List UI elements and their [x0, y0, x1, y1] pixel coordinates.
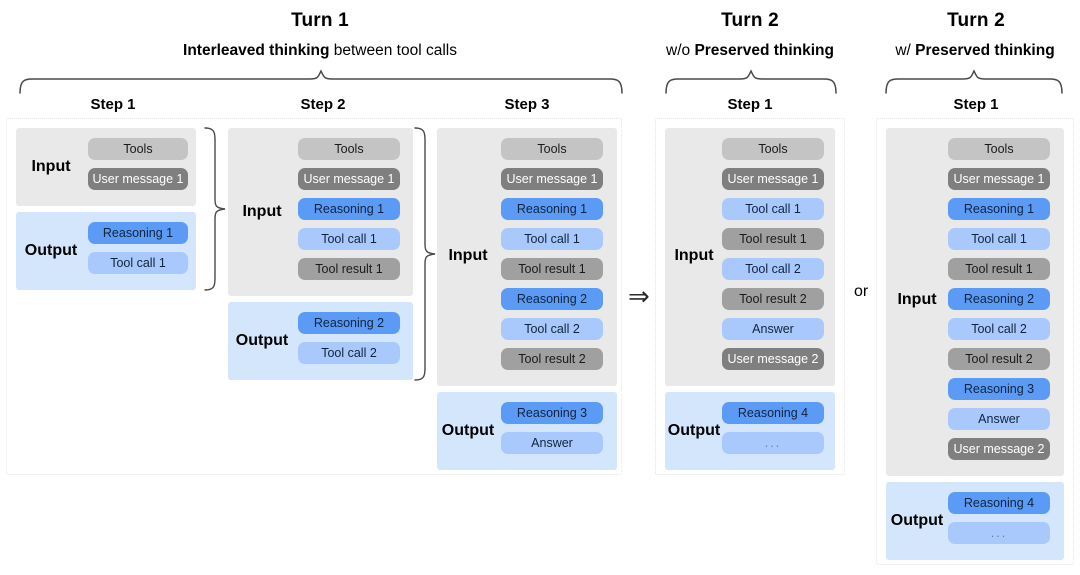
- turn-2-w-subtitle: w/ Preserved thinking: [872, 42, 1078, 60]
- turn-1-step-3-label: Step 3: [504, 96, 550, 113]
- turn-1-subtitle-rest: between tool calls: [329, 42, 457, 59]
- step-2-to-3-brace: [412, 126, 438, 382]
- chip-reasoning-3: Reasoning 3: [948, 378, 1050, 400]
- turn-1-step-1-output-block: Output Reasoning 1 Tool call 1: [16, 212, 196, 290]
- turn-2-w-title: Turn 2: [947, 10, 1005, 31]
- turn-1-step-2-output-label: Output: [235, 332, 289, 349]
- turn-2-wo-output-block: Output Reasoning 4 ...: [665, 392, 835, 470]
- turn-1-step-3-output-block: Output Reasoning 3 Answer: [437, 392, 617, 470]
- turn-1-brace: [18, 69, 624, 94]
- chip-tool-call-2: Tool call 2: [722, 258, 824, 280]
- chip-tool-result-2: Tool result 2: [948, 348, 1050, 370]
- turn-1-step-1-input-label: Input: [31, 158, 71, 175]
- chip-tools: Tools: [501, 138, 603, 160]
- turn-2-wo-input-label: Input: [674, 247, 714, 264]
- chip-tool-result-1: Tool result 1: [948, 258, 1050, 280]
- chip-reasoning-2: Reasoning 2: [501, 288, 603, 310]
- chip-tool-call-1: Tool call 1: [722, 198, 824, 220]
- turn-1-subtitle: Interleaved thinking between tool calls: [120, 42, 520, 60]
- turn-2-wo-output-label: Output: [667, 422, 721, 439]
- chip-user-message-1: User message 1: [501, 168, 603, 190]
- step-1-to-2-brace: [202, 126, 228, 292]
- turn-1-step-3-input-block: Input Tools User message 1 Reasoning 1 T…: [437, 128, 617, 386]
- turn-2-w-output-label: Output: [890, 512, 944, 529]
- chip-tool-result-1: Tool result 1: [722, 228, 824, 250]
- chip-tool-result-1: Tool result 1: [501, 258, 603, 280]
- implies-arrow-icon: ⇒: [628, 281, 650, 311]
- chip-tools: Tools: [88, 138, 188, 160]
- turn-1-step-3-output-label: Output: [441, 422, 495, 439]
- chip-reasoning-1: Reasoning 1: [298, 198, 400, 220]
- chip-reasoning-4: Reasoning 4: [722, 402, 824, 424]
- chip-reasoning-1: Reasoning 1: [948, 198, 1050, 220]
- turn-1-step-2-label: Step 2: [300, 96, 346, 113]
- turn-2-wo-step-1-label: Step 1: [727, 96, 773, 113]
- chip-tool-call-1: Tool call 1: [501, 228, 603, 250]
- turn-2-w-subtitle-bold: Preserved thinking: [915, 42, 1055, 59]
- turn-1-frame: [6, 118, 622, 475]
- turn-1-title: Turn 1: [291, 10, 349, 31]
- turn-2-w-brace: [884, 69, 1064, 94]
- turn-1-step-2-input-label: Input: [242, 203, 282, 220]
- chip-tool-result-2: Tool result 2: [722, 288, 824, 310]
- turn-2-w-frame: [876, 118, 1074, 565]
- chip-answer: Answer: [948, 408, 1050, 430]
- chip-answer: Answer: [722, 318, 824, 340]
- chip-tool-call-2: Tool call 2: [501, 318, 603, 340]
- chip-tool-call-1: Tool call 1: [948, 228, 1050, 250]
- turn-2-w-input-label: Input: [897, 291, 937, 308]
- turn-1-step-1-input-block: Input Tools User message 1: [16, 128, 196, 206]
- turn-2-wo-subtitle-bold: Preserved thinking: [694, 42, 834, 59]
- chip-reasoning-1: Reasoning 1: [88, 222, 188, 244]
- turn-1-step-1-label: Step 1: [90, 96, 136, 113]
- turn-2-wo-subtitle: w/o Preserved thinking: [645, 42, 855, 60]
- chip-user-message-2: User message 2: [722, 348, 824, 370]
- turn-1-step-2-output-block: Output Reasoning 2 Tool call 2: [228, 302, 413, 380]
- chip-ellipsis: ...: [948, 522, 1050, 544]
- chip-tool-call-2: Tool call 2: [298, 342, 400, 364]
- chip-tool-call-1: Tool call 1: [88, 252, 188, 274]
- chip-reasoning-2: Reasoning 2: [948, 288, 1050, 310]
- chip-user-message-1: User message 1: [298, 168, 400, 190]
- turn-2-wo-title: Turn 2: [721, 10, 779, 31]
- chip-user-message-2: User message 2: [948, 438, 1050, 460]
- turn-1-step-2-input-block: Input Tools User message 1 Reasoning 1 T…: [228, 128, 413, 296]
- chip-tool-call-1: Tool call 1: [298, 228, 400, 250]
- turn-2-w-input-block: Input Tools User message 1 Reasoning 1 T…: [886, 128, 1064, 476]
- turn-2-wo-brace: [664, 69, 838, 94]
- chip-reasoning-3: Reasoning 3: [501, 402, 603, 424]
- chip-answer: Answer: [501, 432, 603, 454]
- chip-ellipsis: ...: [722, 432, 824, 454]
- turn-2-wo-input-block: Input Tools User message 1 Tool call 1 T…: [665, 128, 835, 386]
- chip-user-message-1: User message 1: [722, 168, 824, 190]
- turn-1-step-3-input-label: Input: [448, 247, 488, 264]
- chip-tools: Tools: [298, 138, 400, 160]
- chip-user-message-1: User message 1: [948, 168, 1050, 190]
- chip-reasoning-4: Reasoning 4: [948, 492, 1050, 514]
- chip-tool-result-2: Tool result 2: [501, 348, 603, 370]
- turn-2-w-subtitle-prefix: w/: [895, 42, 916, 59]
- or-connector-label: or: [854, 283, 869, 300]
- chip-tool-call-2: Tool call 2: [948, 318, 1050, 340]
- turn-2-wo-subtitle-prefix: w/o: [666, 42, 695, 59]
- chip-reasoning-2: Reasoning 2: [298, 312, 400, 334]
- turn-2-w-step-1-label: Step 1: [953, 96, 999, 113]
- turn-2-wo-frame: [655, 118, 845, 475]
- chip-tools: Tools: [722, 138, 824, 160]
- turn-2-w-output-block: Output Reasoning 4 ...: [886, 482, 1064, 560]
- chip-reasoning-1: Reasoning 1: [501, 198, 603, 220]
- turn-1-subtitle-bold: Interleaved thinking: [183, 42, 330, 59]
- chip-tools: Tools: [948, 138, 1050, 160]
- turn-1-step-1-output-label: Output: [24, 242, 78, 259]
- chip-tool-result-1: Tool result 1: [298, 258, 400, 280]
- chip-user-message-1: User message 1: [88, 168, 188, 190]
